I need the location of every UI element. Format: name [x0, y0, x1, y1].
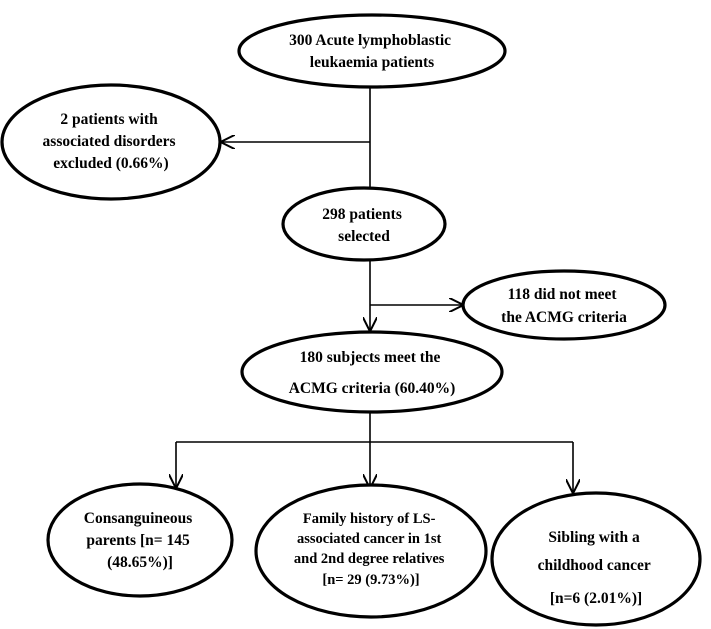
node-all-patients-line-2: leukaemia patients	[310, 54, 434, 71]
connectors	[176, 86, 573, 492]
node-selected-line-2: selected	[338, 228, 390, 245]
node-selected: 298 patients selected	[281, 186, 447, 262]
node-consanguineous-line-1: Consanguineous	[84, 510, 193, 527]
svg-text:Family history of LS- as: Family history of LS- associated cancer …	[294, 511, 448, 588]
node-sibling-line-3: [n=6 (2.01%)]	[550, 590, 642, 607]
node-excluded-line-1: 2 patients with	[60, 111, 158, 128]
node-consanguineous-line-3: (48.65%)]	[107, 554, 173, 571]
node-consanguineous: Consanguineous parents [n= 145 (48.65%)]	[46, 482, 234, 598]
node-family-history: Family history of LS- associated cancer …	[254, 483, 488, 619]
node-family-history-line-3: and 2nd degree relatives	[294, 551, 445, 567]
svg-text:2 patients with associat: 2 patients with associated disorders exc…	[43, 111, 180, 172]
node-not-meet: 118 did not meet the ACMG criteria	[461, 269, 667, 341]
node-all-patients: 300 Acute lymphoblastic leukaemia patien…	[237, 13, 507, 89]
node-sibling-line-1: Sibling with a	[548, 529, 640, 546]
node-all-patients-line-1: 300 Acute lymphoblastic	[289, 32, 451, 49]
svg-text:Sibling with a childhood: Sibling with a childhood cancer [n=6 (2.…	[538, 529, 655, 607]
node-family-history-line-1: Family history of LS-	[303, 511, 436, 527]
svg-text:300 Acute lymphoblastic: 300 Acute lymphoblastic leukaemia patien…	[289, 32, 455, 71]
svg-text:Consanguineous parents [: Consanguineous parents [n= 145 (48.65%)]	[84, 510, 196, 571]
svg-text:298 patients selected: 298 patients selected	[322, 206, 406, 245]
node-selected-line-1: 298 patients	[322, 206, 402, 223]
node-not-meet-line-2: the ACMG criteria	[501, 309, 627, 326]
node-not-meet-line-1: 118 did not meet	[508, 286, 618, 303]
node-family-history-line-4: [n= 29 (9.73%)]	[322, 572, 419, 588]
node-consanguineous-line-2: parents [n= 145	[86, 532, 190, 549]
node-meet: 180 subjects meet the ACMG criteria (60.…	[240, 330, 504, 414]
node-sibling-line-2: childhood cancer	[538, 557, 651, 574]
node-excluded-line-3: excluded (0.66%)	[53, 155, 168, 172]
node-sibling: Sibling with a childhood cancer [n=6 (2.…	[490, 491, 702, 627]
node-meet-line-2: ACMG criteria (60.40%)	[289, 380, 456, 397]
svg-text:180 subjects meet the AC: 180 subjects meet the ACMG criteria (60.…	[289, 349, 456, 397]
node-family-history-line-2: associated cancer in 1st	[297, 531, 441, 547]
svg-text:118 did not meet the ACM: 118 did not meet the ACMG criteria	[501, 286, 627, 326]
node-meet-line-1: 180 subjects meet the	[300, 349, 441, 366]
node-excluded: 2 patients with associated disorders exc…	[0, 83, 222, 201]
node-excluded-line-2: associated disorders	[43, 133, 176, 150]
